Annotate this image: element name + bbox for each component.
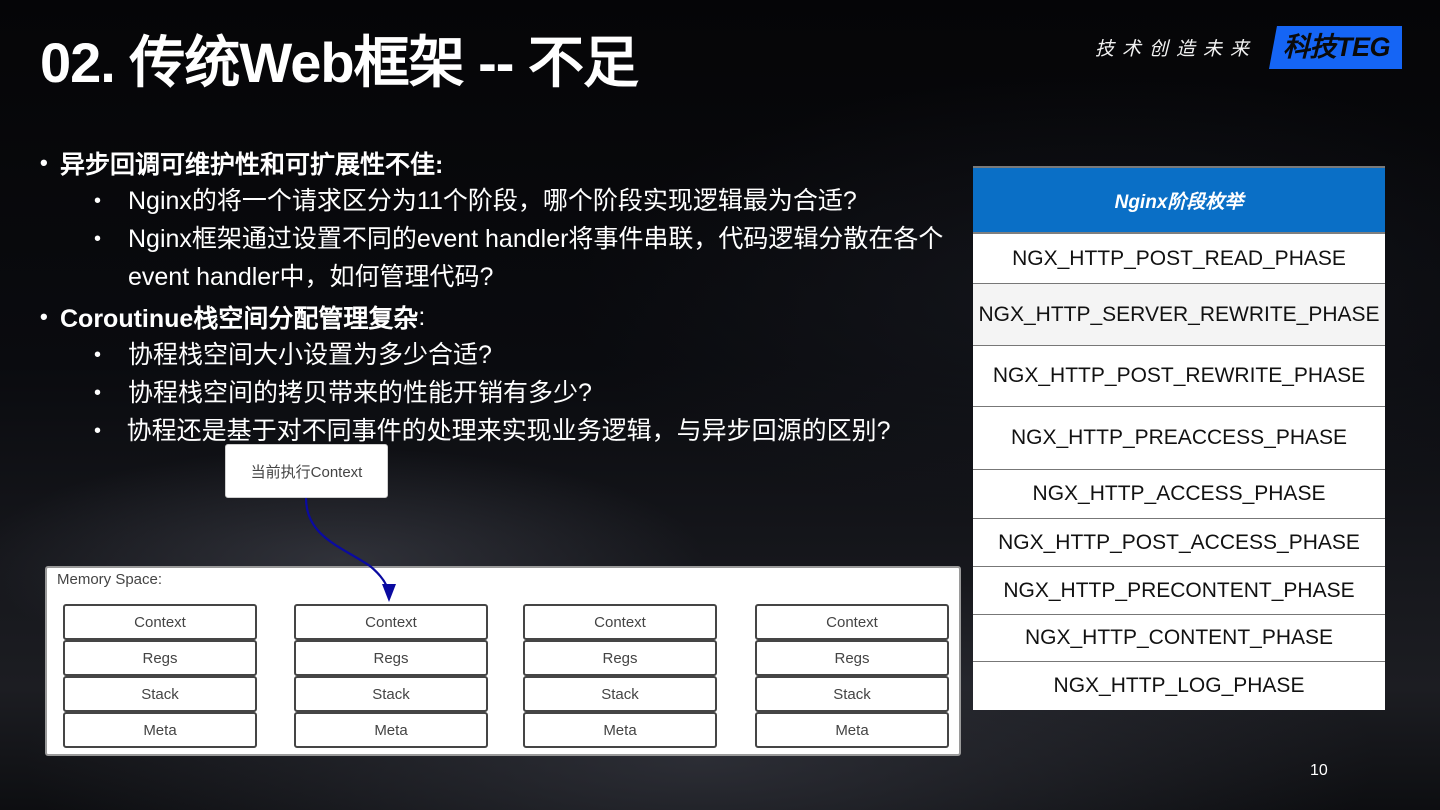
bullet-dot-icon: • xyxy=(94,190,102,212)
coroutine-stack-3: Context Regs Stack Meta xyxy=(523,604,717,748)
bullet-item: • Nginx框架通过设置不同的event handler将事件串联，代码逻辑分… xyxy=(40,220,970,296)
context-cell: Context xyxy=(755,604,949,640)
phase-table-header: Nginx阶段枚举 xyxy=(973,168,1385,234)
pointer-arrow-icon xyxy=(304,497,396,602)
phase-row: NGX_HTTP_POST_ACCESS_PHASE xyxy=(973,519,1385,567)
bullet-heading-coroutine: • Coroutinue栈空间分配管理复杂 : xyxy=(40,298,970,336)
phase-row: NGX_HTTP_ACCESS_PHASE xyxy=(973,470,1385,519)
context-cell: Context xyxy=(63,604,257,640)
memory-space-diagram: Memory Space: Context Regs Stack Meta Co… xyxy=(45,566,961,756)
regs-cell: Regs xyxy=(294,640,488,676)
phase-row: NGX_HTTP_POST_REWRITE_PHASE xyxy=(973,346,1385,407)
regs-cell: Regs xyxy=(755,640,949,676)
stack-cell: Stack xyxy=(523,676,717,712)
brand-header: 技术创造未来 科技TEG xyxy=(1095,26,1402,69)
bullet-item-text: Nginx框架通过设置不同的event handler将事件串联，代码逻辑分散在… xyxy=(128,225,944,291)
phase-row: NGX_HTTP_CONTENT_PHASE xyxy=(973,615,1385,662)
bullet-heading-suffix: : xyxy=(418,302,426,331)
bullet-dot-icon: • xyxy=(94,228,102,250)
bullet-item-text: 协程栈空间的拷贝带来的性能开销有多少? xyxy=(128,379,592,407)
context-cell: Context xyxy=(294,604,488,640)
page-number: 10 xyxy=(1310,762,1328,779)
bullet-dot-icon: • xyxy=(94,382,102,404)
meta-cell: Meta xyxy=(63,712,257,748)
regs-cell: Regs xyxy=(523,640,717,676)
phase-row: NGX_HTTP_PREACCESS_PHASE xyxy=(973,407,1385,470)
meta-cell: Meta xyxy=(294,712,488,748)
bullet-item: • Nginx的将一个请求区分为11个阶段，哪个阶段实现逻辑最为合适? xyxy=(40,182,970,220)
bullet-dot-icon: • xyxy=(40,150,48,175)
bullet-item-text: Nginx的将一个请求区分为11个阶段，哪个阶段实现逻辑最为合适? xyxy=(128,187,857,215)
stack-cell: Stack xyxy=(755,676,949,712)
coroutine-stack-4: Context Regs Stack Meta xyxy=(755,604,949,748)
bullet-heading-async: • 异步回调可维护性和可扩展性不佳: xyxy=(40,144,970,182)
bullet-heading-text: Coroutinue栈空间分配管理复杂 xyxy=(60,305,419,333)
meta-cell: Meta xyxy=(523,712,717,748)
bullet-item: • 协程栈空间大小设置为多少合适? xyxy=(40,336,970,374)
bullet-dot-icon: • xyxy=(94,420,102,442)
meta-cell: Meta xyxy=(755,712,949,748)
stack-cell: Stack xyxy=(63,676,257,712)
bullet-item: • 协程还是基于对不同事件的处理来实现业务逻辑，与异步回源的区别? xyxy=(40,412,970,450)
coroutine-stack-2: Context Regs Stack Meta xyxy=(294,604,488,748)
phase-row: NGX_HTTP_SERVER_REWRITE_PHASE xyxy=(973,284,1385,346)
nginx-phase-table: Nginx阶段枚举 NGX_HTTP_POST_READ_PHASE NGX_H… xyxy=(973,166,1385,710)
bullet-dot-icon: • xyxy=(94,344,102,366)
brand-slogan: 技术创造未来 xyxy=(1094,39,1257,60)
brand-logo-badge: 科技TEG xyxy=(1268,26,1402,69)
bullet-dot-icon: • xyxy=(40,304,48,329)
memory-space-label: Memory Space: xyxy=(57,571,163,588)
regs-cell: Regs xyxy=(63,640,257,676)
phase-row: NGX_HTTP_LOG_PHASE xyxy=(973,662,1385,710)
phase-row: NGX_HTTP_PRECONTENT_PHASE xyxy=(973,567,1385,615)
context-cell: Context xyxy=(523,604,717,640)
coroutine-stack-1: Context Regs Stack Meta xyxy=(63,604,257,748)
bullet-item-text: 协程还是基于对不同事件的处理来实现业务逻辑，与异步回源的区别? xyxy=(126,417,891,445)
stack-cell: Stack xyxy=(294,676,488,712)
bullet-item: • 协程栈空间的拷贝带来的性能开销有多少? xyxy=(40,374,970,412)
phase-row: NGX_HTTP_POST_READ_PHASE xyxy=(973,234,1385,284)
bullet-item-text: 协程栈空间大小设置为多少合适? xyxy=(128,341,492,369)
bullet-list: • 异步回调可维护性和可扩展性不佳: • Nginx的将一个请求区分为11个阶段… xyxy=(40,144,970,450)
slide-title: 02. 传统Web框架 -- 不足 xyxy=(40,31,639,94)
bullet-heading-text: 异步回调可维护性和可扩展性不佳: xyxy=(60,151,444,179)
current-context-callout: 当前执行Context xyxy=(225,444,388,498)
